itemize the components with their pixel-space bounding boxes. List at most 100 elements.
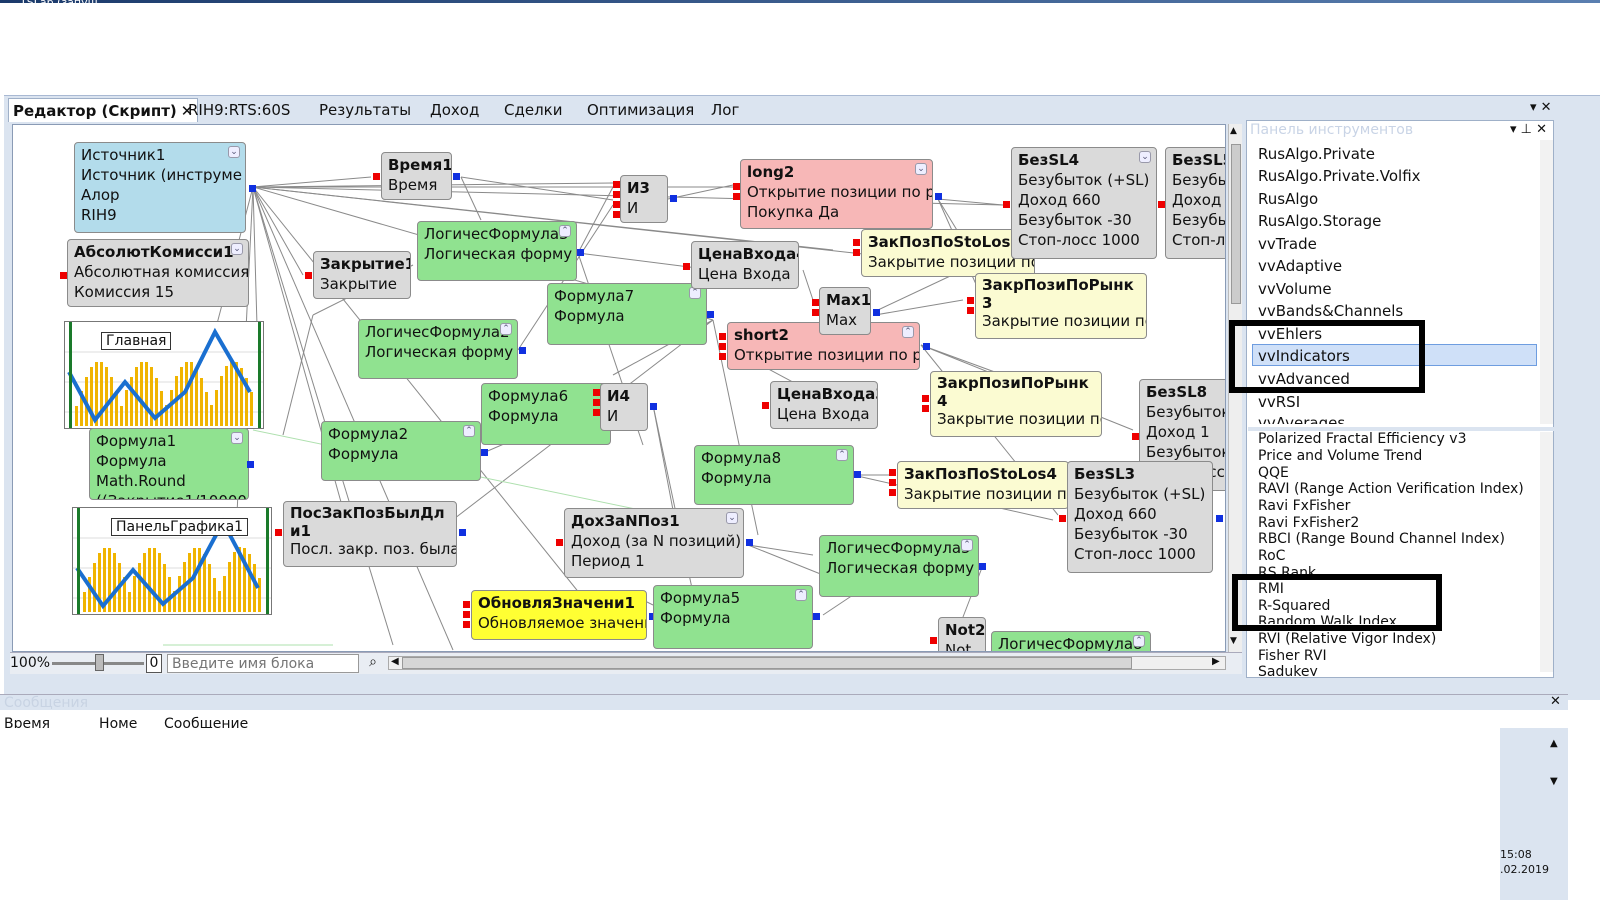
expand-icon[interactable]: ⌃	[902, 326, 914, 338]
output-port[interactable]	[649, 613, 656, 620]
category-item[interactable]: vvVolume	[1258, 280, 1332, 298]
input-port[interactable]	[733, 183, 740, 190]
output-port[interactable]	[459, 529, 466, 536]
input-port[interactable]	[762, 402, 769, 409]
output-port[interactable]	[670, 195, 677, 202]
block-search-input[interactable]	[167, 654, 359, 673]
category-item[interactable]: vvAdvanced	[1258, 370, 1350, 388]
expand-icon[interactable]: ⌃	[836, 449, 848, 461]
indicator-item[interactable]: QQE	[1258, 465, 1289, 481]
output-port[interactable]	[746, 539, 753, 546]
expand-icon[interactable]: ⌃	[961, 539, 973, 551]
input-port[interactable]	[967, 297, 974, 304]
tab-results[interactable]: Результаты	[319, 101, 412, 119]
output-port[interactable]	[707, 311, 714, 318]
block-income-n-pos[interactable]: ДохЗаNПоз1 Доход (за N позиций) Период 1…	[564, 508, 744, 578]
expand-icon[interactable]: ⌃	[559, 225, 571, 237]
indicator-item[interactable]: R-Squared	[1258, 598, 1331, 614]
input-port[interactable]	[853, 239, 860, 246]
block-not2[interactable]: Not2 Not	[938, 617, 986, 651]
block-formula6[interactable]: Формула6 Формула	[481, 383, 611, 445]
block-entry-price3[interactable]: ЦенаВхода3 Цена Входа	[770, 381, 878, 429]
output-port[interactable]	[577, 249, 584, 256]
window-buttons[interactable]: ▾ ✕	[1530, 100, 1552, 115]
output-port[interactable]	[519, 347, 526, 354]
collapse-icon[interactable]: ⌄	[231, 432, 243, 444]
block-abs-commission[interactable]: АбсолютКомисси1 Абсолютная комиссия Коми…	[67, 239, 249, 307]
input-port[interactable]	[613, 181, 620, 188]
input-port[interactable]	[967, 307, 974, 314]
input-port[interactable]	[593, 389, 600, 396]
block-formula5[interactable]: Формула5 Формула ⌃	[653, 585, 813, 649]
block-updatable-value[interactable]: ОбновляЗначени1 Обновляемое значение	[471, 590, 647, 640]
category-item[interactable]: vvRSI	[1258, 393, 1301, 411]
tab-close-icon[interactable]: ✕	[180, 102, 194, 120]
input-port[interactable]	[60, 272, 67, 279]
output-port[interactable]	[481, 449, 488, 456]
input-port[interactable]	[930, 637, 937, 644]
block-close-stoploss4[interactable]: ЗакПозПоStoLos4 Закрытие позиции по s	[897, 461, 1069, 509]
input-port[interactable]	[719, 333, 726, 340]
indicator-item[interactable]: RAVI (Range Action Verification Index)	[1258, 481, 1524, 497]
block-close-market3[interactable]: ЗакрПозиПоРынк 3 Закрытие позиции по р	[975, 273, 1147, 339]
input-port[interactable]	[305, 272, 312, 279]
collapse-icon[interactable]: ⌄	[231, 243, 243, 255]
tab-rih9[interactable]: RIH9:RTS:60S	[188, 101, 291, 119]
input-port[interactable]	[373, 173, 380, 180]
tab-log[interactable]: Лог	[711, 101, 740, 119]
scroll-up-icon[interactable]: ▲	[1230, 126, 1237, 136]
indicator-item[interactable]: RBCI (Range Bound Channel Index)	[1258, 531, 1505, 547]
output-port[interactable]	[935, 193, 942, 200]
block-logic-formula5[interactable]: ЛогичесФормула5 Логическая форму ⌃	[819, 535, 979, 597]
output-port[interactable]	[453, 173, 460, 180]
input-port[interactable]	[613, 201, 620, 208]
input-port[interactable]	[683, 263, 690, 270]
input-port[interactable]	[463, 621, 470, 628]
tab-editor[interactable]: Редактор (Скрипт)✕	[8, 98, 199, 122]
indicator-item[interactable]: Random Walk Index	[1258, 614, 1397, 624]
block-breakeven5[interactable]: БезSL5 Безубыт Доход Безубыт Стоп-лос	[1165, 147, 1225, 259]
block-logic-formula3[interactable]: ЛогичесФормула3 Логическая форму ⌃	[417, 221, 577, 281]
scroll-left-icon[interactable]: ◀	[391, 656, 399, 667]
expand-icon[interactable]: ⌃	[500, 323, 512, 335]
block-formula2[interactable]: Формула2 Формула ⌃	[321, 421, 481, 481]
block-and3[interactable]: И3 И	[620, 175, 668, 223]
input-port[interactable]	[889, 489, 896, 496]
block-close1[interactable]: Закрытие1 Закрытие	[313, 251, 411, 299]
scroll-right-icon[interactable]: ▶	[1212, 656, 1220, 667]
block-logic-formula8[interactable]: ЛогичесФормула8 ⌃	[991, 631, 1151, 651]
block-entry-price4[interactable]: ЦенаВхода4 Цена Входа	[691, 241, 799, 289]
category-scrollbar[interactable]	[1540, 140, 1553, 424]
category-item[interactable]: RusAlgo	[1258, 190, 1319, 208]
indicator-item[interactable]: Polarized Fractal Efficiency v3	[1258, 431, 1467, 447]
output-port[interactable]	[813, 613, 820, 620]
block-last-close-pos[interactable]: ПосЗакПозБылДл и1 Посл. закр. поз. была …	[283, 501, 457, 567]
input-port[interactable]	[1132, 433, 1139, 440]
binoculars-icon[interactable]: ⌕	[369, 654, 377, 670]
indicator-item[interactable]: Sadukey	[1258, 664, 1318, 676]
input-port[interactable]	[889, 479, 896, 486]
input-port[interactable]	[719, 353, 726, 360]
block-and4[interactable]: И4 И	[600, 383, 648, 431]
block-close-stoploss3[interactable]: ЗакПозПоStoLos3 Закрытие позиции по s	[861, 229, 1035, 277]
output-port[interactable]	[247, 461, 254, 468]
indicator-item[interactable]: RMI	[1258, 581, 1284, 597]
collapse-icon[interactable]: ⌄	[726, 512, 738, 524]
indicator-item[interactable]: Price and Volume Trend	[1258, 448, 1423, 464]
close-icon[interactable]: ✕	[1550, 694, 1561, 709]
block-logic-formula2[interactable]: ЛогичесФормула2 Логическая форму ⌃	[358, 319, 518, 379]
scroll-down-icon[interactable]: ▼	[1550, 776, 1558, 787]
indicator-item[interactable]: Fisher RVI	[1258, 648, 1327, 664]
expand-icon[interactable]: ⌃	[795, 589, 807, 601]
collapse-icon[interactable]: ⌄	[915, 163, 927, 175]
category-item[interactable]: vvAdaptive	[1258, 257, 1343, 275]
block-formula8[interactable]: Формула8 Формула ⌃	[694, 445, 854, 505]
output-port[interactable]	[854, 471, 861, 478]
input-port[interactable]	[812, 299, 819, 306]
category-item[interactable]: vvTrade	[1258, 235, 1317, 253]
category-item-selected[interactable]: vvIndicators	[1258, 347, 1350, 365]
expand-icon[interactable]: ⌃	[463, 425, 475, 437]
h-scroll-thumb[interactable]	[402, 657, 1132, 669]
collapse-icon[interactable]: ⌄	[1139, 151, 1151, 163]
category-item[interactable]: RusAlgo.Storage	[1258, 212, 1382, 230]
